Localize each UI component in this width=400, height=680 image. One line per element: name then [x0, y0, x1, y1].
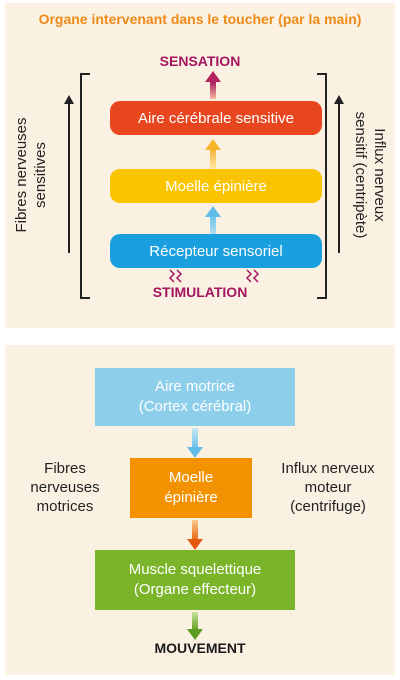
moelle-epiniere-box: Moelle épinière [110, 169, 322, 203]
left-bracket [80, 73, 90, 299]
recepteur-sensoriel-box: Récepteur sensoriel [110, 234, 322, 268]
sensation-label: SENSATION [159, 53, 241, 69]
arrow-to-mouvement [187, 612, 203, 640]
right-up-arrow-icon [334, 95, 344, 104]
aire-motrice-box: Aire motrice (Cortex cérébral) [95, 368, 295, 426]
aire-cerebrale-sensitive-box: Aire cérébrale sensitive [110, 101, 322, 135]
moelle-epiniere-motrice-box: Moelle épinière [130, 458, 252, 518]
left-up-arrow-line [68, 103, 70, 253]
stimulation-label: STIMULATION [152, 284, 248, 300]
motor-panel: Aire motrice (Cortex cérébral) Moelle ép… [5, 345, 395, 675]
arrow-to-sensation [205, 71, 221, 99]
influx-nerveux-moteur-label: Influx nerveux moteur (centrifuge) [281, 460, 375, 515]
mouvement-label: MOUVEMENT [154, 640, 246, 656]
right-bracket [317, 73, 327, 299]
muscle-squelettique-box: Muscle squelettique (Organe effecteur) [95, 550, 295, 610]
left-up-arrow-icon [64, 95, 74, 104]
panel-title: Organe intervenant dans le toucher (par … [38, 11, 362, 27]
right-up-arrow-line [338, 103, 340, 253]
arrow-to-moelle-sensitive [205, 206, 221, 236]
fibres-nerveuses-motrices-label: Fibres nerveuses motrices [30, 460, 100, 515]
arrow-to-aire-sensitive [205, 139, 221, 169]
arrow-to-moelle-motrice [187, 428, 203, 458]
arrow-to-muscle [187, 520, 203, 550]
sensory-panel: Organe intervenant dans le toucher (par … [5, 3, 395, 328]
stimulus-zigzag-icon [168, 269, 260, 283]
fibres-nerveuses-sensitives-label: Fibres nerveuses sensitives [13, 117, 49, 233]
influx-nerveux-sensitif-label: Influx nerveux sensitif (centripète) [352, 111, 388, 239]
